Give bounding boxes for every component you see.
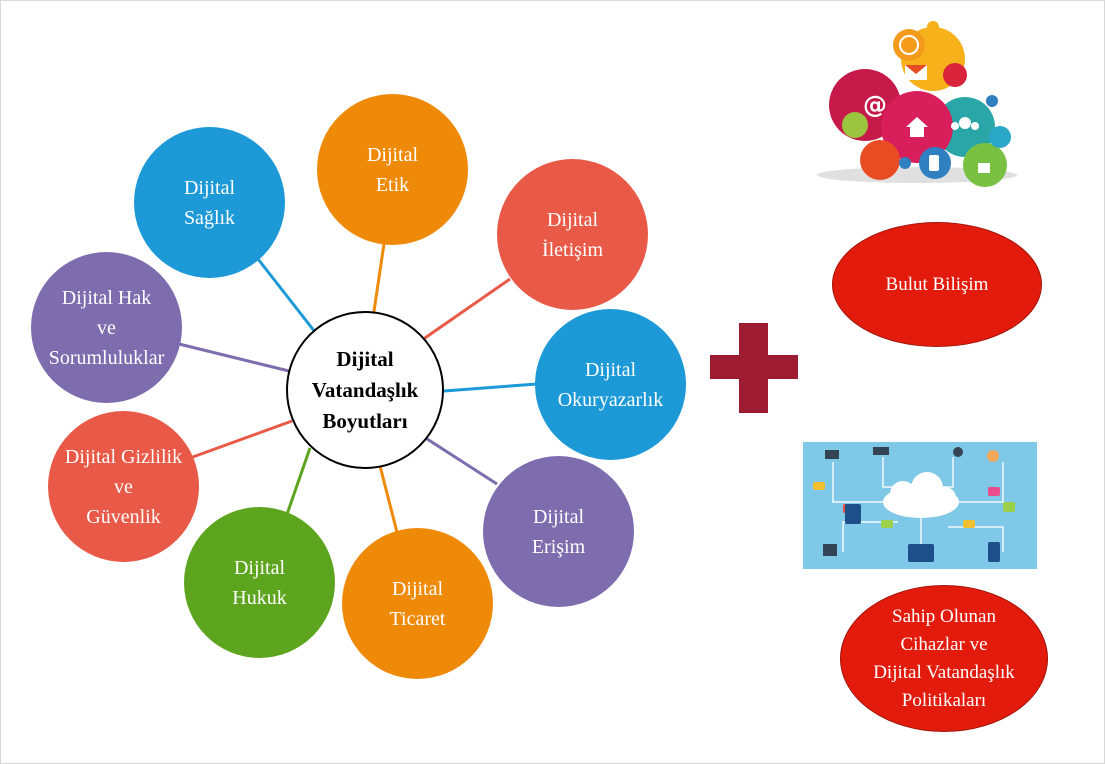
node-dijital-okuryazarlik: Dijital Okuryazarlık bbox=[535, 309, 686, 460]
connector-hukuk bbox=[283, 447, 312, 521]
devices-policies-label: Sahip Olunan Cihazlar ve Dijital Vatanda… bbox=[873, 605, 1015, 711]
cloud-computing-label: Bulut Bilişim bbox=[885, 273, 989, 295]
node-label: Dijital Gizlilik ve Güvenlik bbox=[64, 445, 183, 528]
svg-text:@: @ bbox=[863, 91, 887, 119]
social-media-icon: @ bbox=[817, 21, 1017, 187]
connector-erisim bbox=[423, 435, 498, 486]
node-dijital-gizlilik: Dijital Gizlilik ve Güvenlik bbox=[48, 411, 199, 562]
node-dijital-saglik: Dijital Sağlık bbox=[134, 127, 285, 278]
node-label: Dijital Etik bbox=[366, 143, 419, 196]
center-label: Dijital Vatandaşlık Boyutları bbox=[311, 346, 419, 433]
node-label: Dijital Erişim bbox=[531, 505, 586, 558]
cloud-network-illustration bbox=[803, 442, 1037, 569]
node-label: Dijital Hak ve Sorumluluklar bbox=[48, 286, 165, 369]
connector-ticaret bbox=[377, 461, 401, 541]
node-label: Dijital Ticaret bbox=[389, 577, 446, 630]
node-dijital-iletisim: Dijital İletişim bbox=[497, 159, 648, 310]
connector-etik bbox=[371, 236, 387, 319]
node-dijital-hak: Dijital Hak ve Sorumluluklar bbox=[31, 252, 182, 403]
plus-horizontal-bar bbox=[710, 355, 798, 379]
node-dijital-hukuk: Dijital Hukuk bbox=[184, 507, 335, 658]
node-label: Dijital İletişim bbox=[541, 208, 604, 261]
devices-policies-oval: Sahip Olunan Cihazlar ve Dijital Vatanda… bbox=[840, 585, 1048, 732]
center-node: Dijital Vatandaşlık Boyutları bbox=[286, 311, 444, 469]
connector-saglik bbox=[256, 258, 317, 333]
cloud-computing-oval: Bulut Bilişim bbox=[832, 222, 1042, 347]
node-label: Dijital Okuryazarlık bbox=[557, 358, 664, 411]
node-dijital-ticaret: Dijital Ticaret bbox=[342, 528, 493, 679]
node-label: Dijital Sağlık bbox=[183, 176, 236, 229]
connector-gizlilik bbox=[189, 419, 293, 460]
connector-okuryazarlik bbox=[443, 382, 538, 393]
node-dijital-erisim: Dijital Erişim bbox=[483, 456, 634, 607]
connector-iletisim bbox=[421, 277, 511, 342]
node-dijital-etik: Dijital Etik bbox=[317, 94, 468, 245]
plus-icon bbox=[710, 323, 798, 413]
node-label: Dijital Hukuk bbox=[232, 556, 287, 609]
connector-hak bbox=[178, 342, 290, 373]
